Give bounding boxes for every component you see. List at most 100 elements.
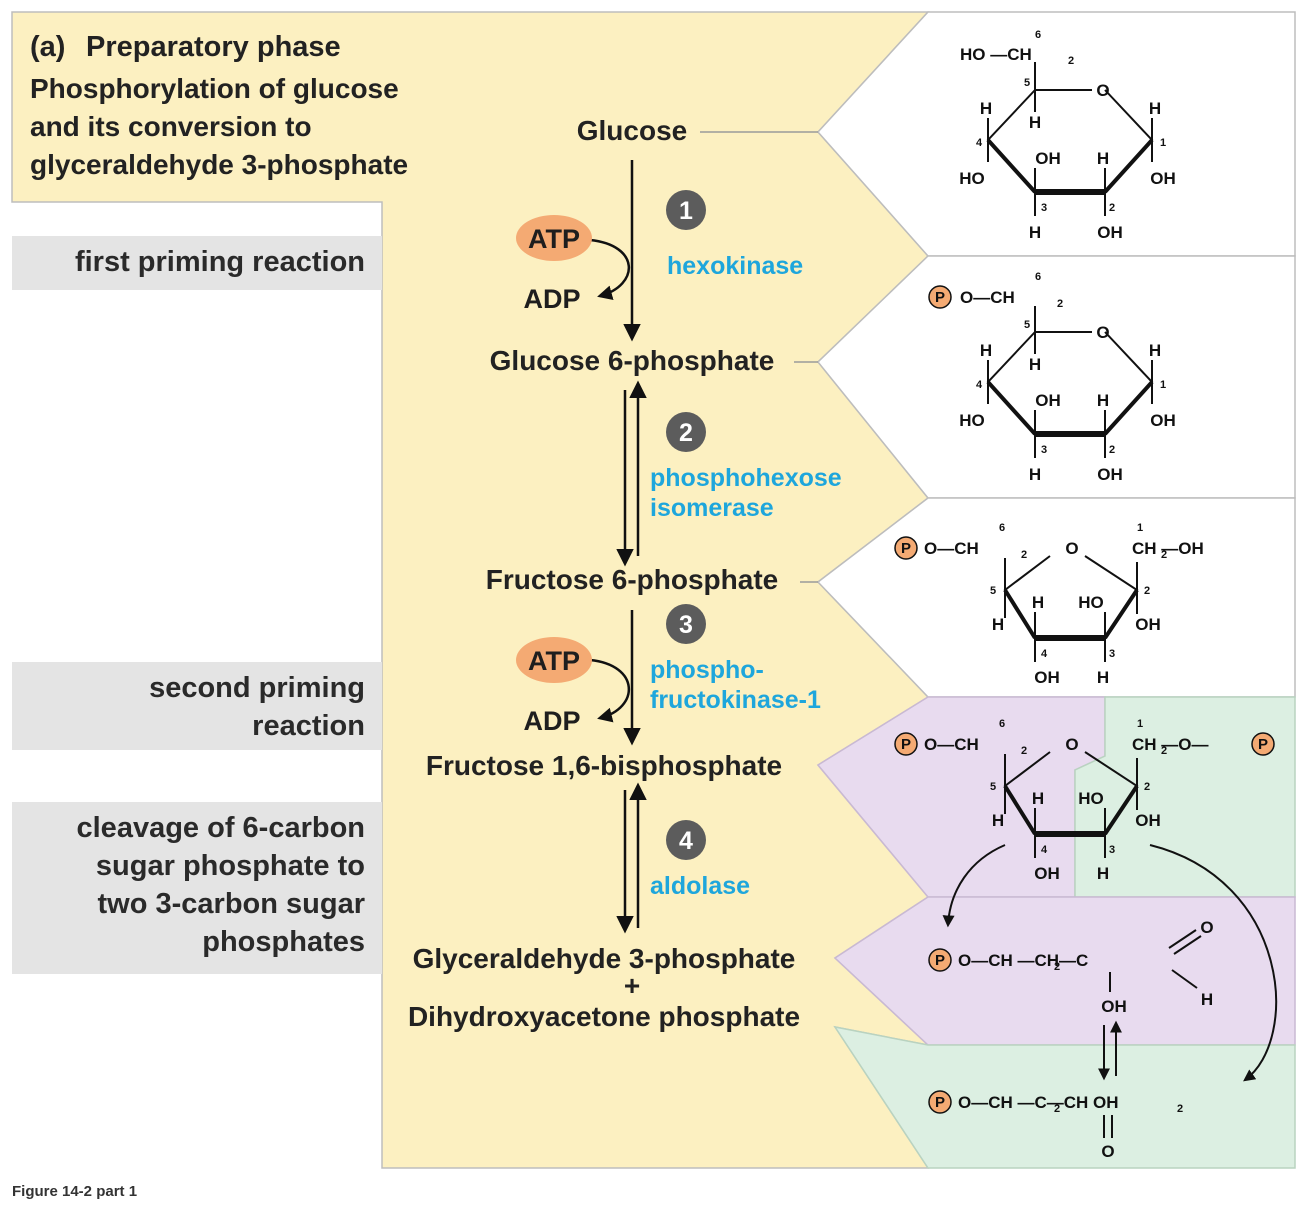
f6p-c4-oh: OH bbox=[1034, 668, 1060, 687]
dhap-phosphate-p: P bbox=[935, 1094, 945, 1111]
cleavage-bar bbox=[12, 802, 382, 974]
f6p-c6-number: 6 bbox=[999, 522, 1005, 534]
gap-phosphate-p: P bbox=[935, 952, 945, 969]
g6p-c2-number: 2 bbox=[1109, 444, 1115, 456]
g6p-c4-number: 4 bbox=[976, 379, 983, 391]
f16bp-c2-number: 2 bbox=[1144, 781, 1150, 793]
dhap-green-panel bbox=[833, 1025, 1296, 1169]
f16bp-c4-number: 4 bbox=[1041, 844, 1048, 856]
glc-ho-ch2: HO —CH bbox=[960, 45, 1032, 64]
dhap-ch2-subscript-2: 2 bbox=[1177, 1103, 1183, 1115]
f6p-c4-number: 4 bbox=[1041, 648, 1048, 660]
f16bp-c3-h: H bbox=[1097, 864, 1109, 883]
step-4-number: 4 bbox=[679, 827, 693, 855]
f16bp-ch2-o: CH —O— bbox=[1132, 735, 1209, 754]
yellow-main-panel bbox=[11, 11, 931, 1169]
g6p-c6-number: 6 bbox=[1035, 271, 1041, 283]
f6p-c3-h: H bbox=[1097, 668, 1109, 687]
glc-c3-h: H bbox=[1029, 223, 1041, 242]
f6p-ch2oh-subscript: 2 bbox=[1161, 549, 1167, 561]
step-1-atp: ATP bbox=[528, 224, 580, 254]
step-3-atp: ATP bbox=[528, 646, 580, 676]
cleavage-arrow-left bbox=[942, 844, 1006, 928]
second-priming-bar bbox=[12, 662, 382, 750]
f16bp-c3-ho: HO bbox=[1078, 789, 1104, 808]
g6p-c3-oh: OH bbox=[1035, 391, 1061, 410]
phase-title: Preparatory phase bbox=[86, 31, 341, 63]
step-3-number-circle bbox=[666, 604, 706, 644]
step-2-enzyme-line-2: isomerase bbox=[650, 494, 774, 522]
step-1-number: 1 bbox=[679, 197, 693, 225]
compound-fructose-1-6-bisphosphate: Fructose 1,6-bisphosphate bbox=[426, 750, 782, 781]
glc-c3-oh: OH bbox=[1035, 149, 1061, 168]
f16bp-o-ch2: O—CH bbox=[924, 735, 979, 754]
f6p-structure bbox=[1003, 555, 1139, 662]
gap-ch2-subscript: 2 bbox=[1054, 961, 1060, 973]
f6p-ring-o: O bbox=[1065, 539, 1078, 558]
g6p-c1-oh: OH bbox=[1150, 411, 1176, 430]
f16bp-phosphate-right-icon bbox=[1251, 732, 1275, 756]
f6p-c2-number: 2 bbox=[1144, 585, 1150, 597]
g6p-c3-number: 3 bbox=[1041, 444, 1047, 456]
glc-c2-oh: OH bbox=[1097, 223, 1123, 242]
step-4-number-circle bbox=[666, 820, 706, 860]
first-priming-label: first priming reaction bbox=[75, 246, 365, 278]
f6p-phosphate-p: P bbox=[901, 540, 911, 557]
gap-aldehyde-h: H bbox=[1201, 990, 1213, 1009]
dhap-phosphate-icon bbox=[928, 1090, 952, 1114]
glc-c1-h: H bbox=[1149, 99, 1161, 118]
f6p-c3-ho: HO bbox=[1078, 593, 1104, 612]
compound-plus-sign: + bbox=[624, 970, 640, 1001]
compound-fructose-6-phosphate: Fructose 6-phosphate bbox=[486, 564, 778, 595]
step-4-enzyme: aldolase bbox=[650, 872, 750, 900]
g6p-c3-h: H bbox=[1029, 465, 1041, 484]
f16bp-ring-o: O bbox=[1065, 735, 1078, 754]
phase-description-line-1: Phosphorylation of glucose bbox=[30, 73, 399, 104]
g6p-c1-number: 1 bbox=[1160, 379, 1166, 391]
f6p-c1-number: 1 bbox=[1137, 522, 1143, 534]
f6p-c5-h: H bbox=[992, 615, 1004, 634]
cleavage-label-1: cleavage of 6-carbon bbox=[77, 812, 366, 844]
g6p-c1-h: H bbox=[1149, 341, 1161, 360]
cleavage-arrow-right bbox=[1149, 844, 1278, 1082]
f6p-o-ch2: O—CH bbox=[924, 539, 979, 558]
f16bp-c3-number: 3 bbox=[1109, 844, 1115, 856]
first-priming-bar bbox=[12, 236, 382, 290]
dhap-carbonyl-o: O bbox=[1101, 1142, 1114, 1161]
panel-label: (a) bbox=[30, 31, 65, 63]
f6p-ch2-subscript: 2 bbox=[1021, 549, 1027, 561]
phase-description-line-2: and its conversion to bbox=[30, 111, 312, 142]
f16bp-c6-number: 6 bbox=[999, 718, 1005, 730]
glc-c4-number: 4 bbox=[976, 137, 983, 149]
gap-carbonyl-bond-1 bbox=[1168, 929, 1197, 949]
f16bp-c1-number: 1 bbox=[1137, 718, 1143, 730]
f16bp-c4-h-top: H bbox=[1032, 789, 1044, 808]
glc-c4-h: H bbox=[980, 99, 992, 118]
step-2-number: 2 bbox=[679, 419, 693, 447]
f16bp-phosphate-left-icon bbox=[894, 732, 918, 756]
g6p-ch2-subscript: 2 bbox=[1057, 298, 1063, 310]
f6p-ch2-oh: CH —OH bbox=[1132, 539, 1204, 558]
compound-glucose-6-phosphate: Glucose 6-phosphate bbox=[490, 345, 775, 376]
step-2-enzyme-line-1: phosphohexose bbox=[650, 464, 842, 492]
step-1-atp-bubble bbox=[516, 215, 592, 261]
f6p-c5-number: 5 bbox=[990, 585, 996, 597]
gap-c2-oh: OH bbox=[1101, 997, 1127, 1016]
glc-c1-oh: OH bbox=[1150, 169, 1176, 188]
step-3-cofactor-curve bbox=[589, 658, 630, 723]
gap-carbonyl-o: O bbox=[1200, 918, 1213, 937]
glc-ring-o: O bbox=[1096, 81, 1109, 100]
figure-caption: Figure 14-2 part 1 bbox=[12, 1183, 137, 1200]
f16bp-c4-oh: OH bbox=[1034, 864, 1060, 883]
cleavage-label-4: phosphates bbox=[202, 926, 365, 958]
glc-c1-number: 1 bbox=[1160, 137, 1166, 149]
step-1-number-circle bbox=[666, 190, 706, 230]
glc-c5-h: H bbox=[1029, 113, 1041, 132]
f16bp-structure bbox=[1003, 751, 1139, 858]
step-3-number: 3 bbox=[679, 611, 693, 639]
g6p-o-ch2: O—CH bbox=[960, 288, 1015, 307]
glc-c2-h: H bbox=[1097, 149, 1109, 168]
gap-purple-panel bbox=[833, 896, 1296, 1046]
step-2-number-circle bbox=[666, 412, 706, 452]
